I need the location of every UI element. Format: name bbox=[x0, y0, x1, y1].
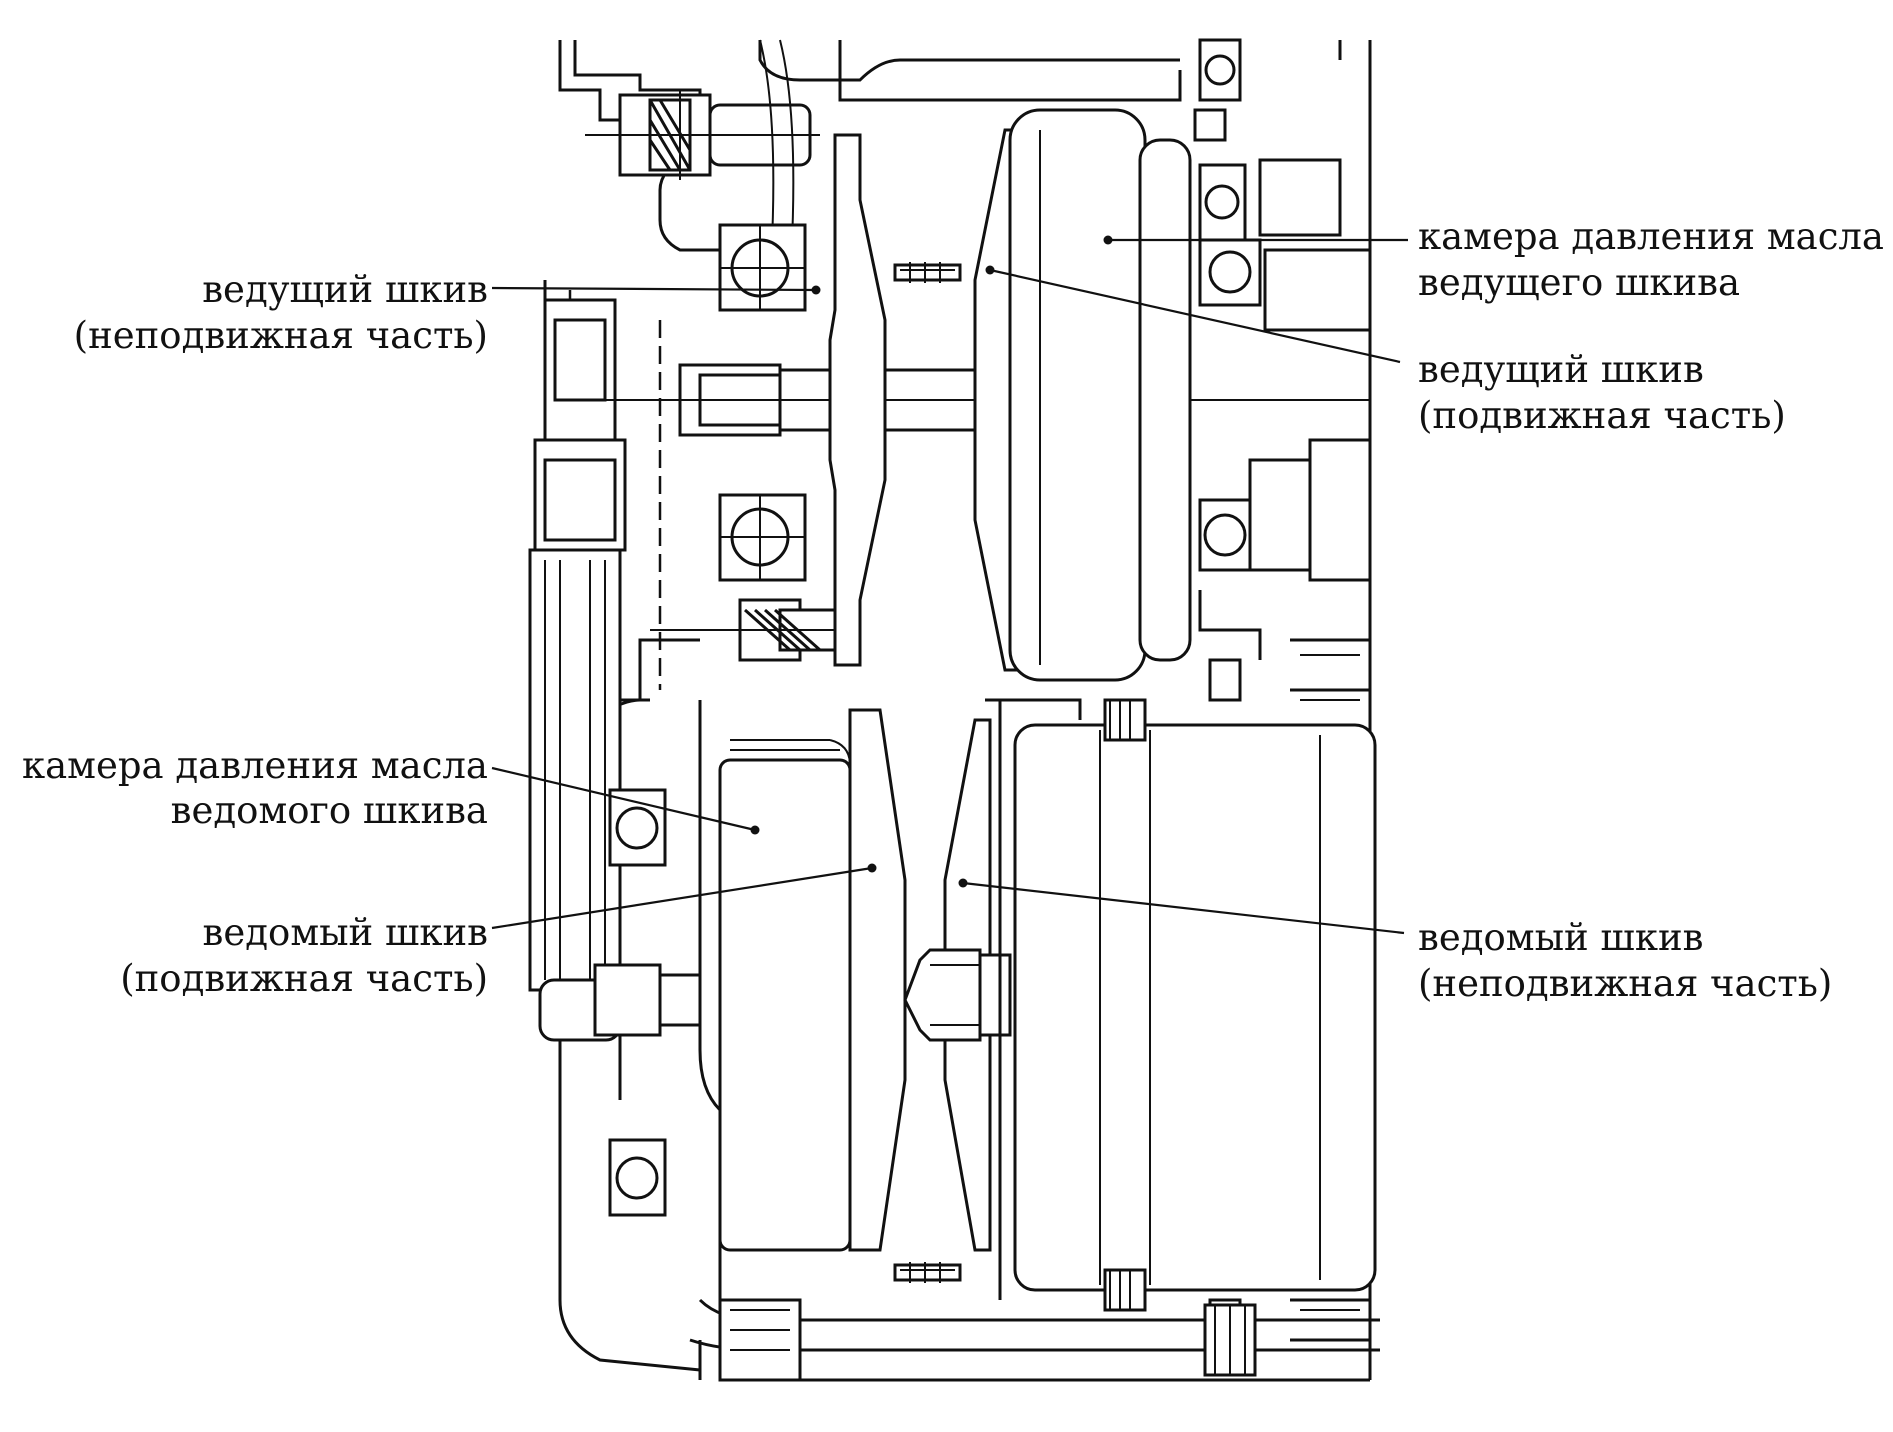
driven-right-cylinder bbox=[985, 638, 1377, 1352]
right-upper-components bbox=[1193, 38, 1372, 660]
belt-bottom bbox=[893, 1262, 962, 1283]
leader-dot-driven-oil-chamber bbox=[750, 825, 760, 835]
label-drive-pulley-fixed-line2: (неподвижная часть) bbox=[74, 314, 488, 357]
leader-driven-oil-chamber bbox=[491, 766, 756, 832]
lower-bearing-mid bbox=[593, 963, 702, 1037]
driven-pulley-movable-sheave bbox=[848, 708, 907, 1252]
drive-pulley-movable-sheave bbox=[973, 108, 1192, 682]
leader-lines bbox=[491, 235, 1408, 935]
label-drive-pulley-movable-line1: ведущий шкив bbox=[1418, 348, 1704, 391]
leader-dot-drive-oil-chamber bbox=[1103, 235, 1113, 245]
upper-bearing-bottom bbox=[718, 493, 807, 582]
left-shaft-tube bbox=[528, 298, 627, 1042]
label-driven-pulley-movable-line2: (подвижная часть) bbox=[120, 957, 488, 1000]
label-drive-oil-chamber-line2: ведущего шкива bbox=[1418, 261, 1740, 304]
label-drive-oil-chamber-line1: камера давления масла bbox=[1418, 215, 1884, 258]
belt-top bbox=[893, 262, 962, 283]
lower-bearing-bottom bbox=[608, 1138, 667, 1217]
label-drive-pulley-fixed-line1: ведущий шкив bbox=[202, 268, 488, 311]
leader-driven-movable bbox=[491, 866, 873, 930]
leader-drive-movable bbox=[989, 268, 1401, 364]
bottom-gear bbox=[718, 1298, 1257, 1382]
label-driven-pulley-fixed-line1: ведомый шкив bbox=[1418, 916, 1703, 959]
driven-pulley-oil-chamber bbox=[718, 739, 852, 1252]
leader-dot-drive-movable bbox=[985, 265, 995, 275]
leader-driven-fixed bbox=[962, 881, 1405, 935]
label-driven-pulley-movable-line1: ведомый шкив bbox=[203, 911, 488, 954]
mechanism-drawing bbox=[528, 38, 1380, 1382]
label-driven-oil-chamber-line2: ведомого шкива bbox=[171, 789, 488, 832]
labels: ведущий шкив (неподвижная часть) камера … bbox=[22, 215, 1884, 1005]
label-driven-pulley-fixed-line2: (неподвижная часть) bbox=[1418, 962, 1832, 1005]
leader-dot-driven-movable bbox=[867, 863, 877, 873]
label-drive-pulley-movable-line2: (подвижная часть) bbox=[1418, 394, 1786, 437]
drive-pulley-fixed-sheave bbox=[828, 133, 887, 667]
label-driven-oil-chamber-line1: камера давления масла bbox=[22, 744, 488, 787]
leader-dot-drive-fixed bbox=[811, 285, 821, 295]
top-bolt bbox=[585, 39, 820, 281]
driven-shaft bbox=[903, 948, 1012, 1042]
leader-dot-driven-fixed bbox=[958, 878, 968, 888]
upper-bearing-top bbox=[718, 223, 807, 312]
leader-drive-fixed bbox=[491, 286, 817, 292]
